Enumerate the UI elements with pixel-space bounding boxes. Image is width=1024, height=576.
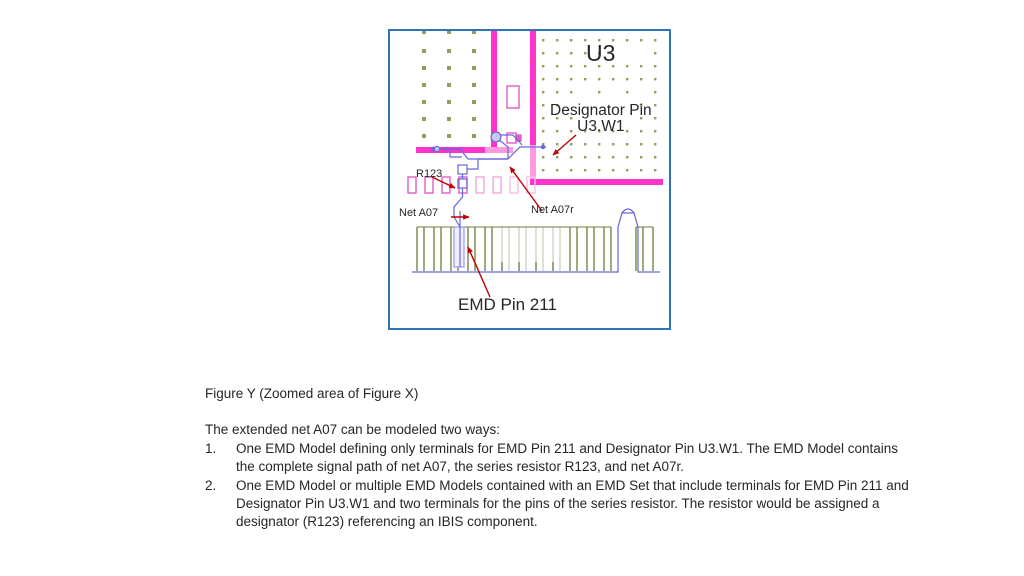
list-item: 2. One EMD Model or multiple EMD Models … <box>205 477 917 532</box>
figure-image-frame: U3 Designator Pin U3.W1 R123 Net A07 Net… <box>388 29 671 330</box>
arrow-emd-pin-211 <box>467 246 491 298</box>
left-pad-grid <box>422 31 476 138</box>
label-r123: R123 <box>416 168 443 180</box>
figure-caption: Figure Y (Zoomed area of Figure X) <box>205 386 419 401</box>
list-item-text: One EMD Model or multiple EMD Models con… <box>236 477 909 530</box>
label-net-a07: Net A07 <box>399 207 439 219</box>
annotation-arrows <box>431 134 577 298</box>
arrow-net-a07r <box>509 166 543 212</box>
intro-paragraph: The extended net A07 can be modeled two … <box>205 422 500 437</box>
list-item-number: 2. <box>205 477 217 493</box>
resistor-pin-top <box>457 164 468 175</box>
label-emd-pin-211: EMD Pin 211 <box>458 295 557 314</box>
pcb-layout-drawing <box>407 31 663 298</box>
list-item-number: 1. <box>205 441 217 456</box>
modeling-options-list: 1. One EMD Model defining only terminals… <box>205 440 917 531</box>
magenta-traces <box>416 31 663 185</box>
arrow-r123 <box>431 176 456 189</box>
arrow-designator-pin <box>552 134 577 156</box>
net-routing-traces <box>430 131 546 263</box>
label-designator-pin: Designator Pin U3.W1 <box>550 102 652 136</box>
list-item-text: One EMD Model defining only terminals fo… <box>236 441 899 475</box>
label-designator-line2: U3.W1 <box>577 118 625 136</box>
list-item: 1. One EMD Model defining only terminals… <box>205 440 917 477</box>
label-net-a07r: Net A07r <box>531 204 574 216</box>
connector-outline <box>412 208 660 273</box>
label-u3: U3 <box>586 40 616 66</box>
label-designator-line1: Designator Pin <box>550 102 652 119</box>
